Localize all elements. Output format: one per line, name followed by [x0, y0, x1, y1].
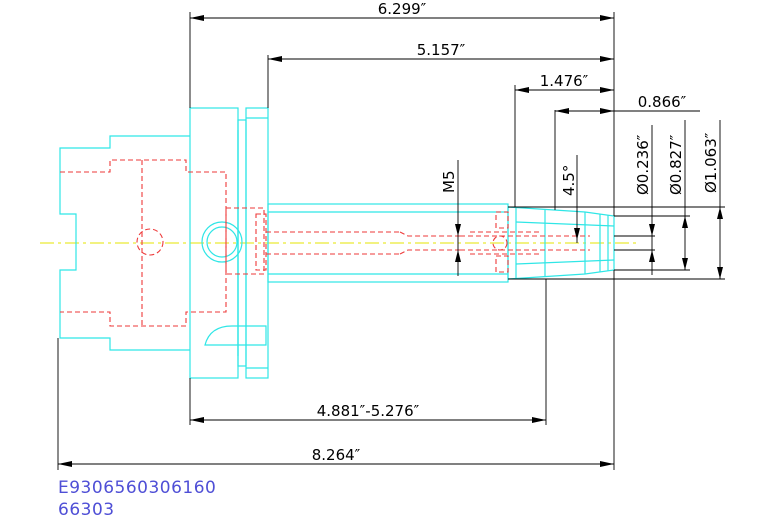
dim-angle: 4.5°	[560, 165, 578, 196]
dim-adjust-range: 4.881″-5.276″	[317, 402, 420, 420]
order-code: E9306560306160	[58, 478, 217, 498]
item-number: 66303	[58, 500, 115, 520]
dim-flange-to-end: 5.157″	[417, 41, 466, 59]
hidden-lines	[60, 159, 590, 327]
holder-outline	[59, 107, 615, 379]
dim-nose-length: 1.476″	[540, 72, 589, 90]
dim-thread: M5	[440, 171, 458, 194]
dimension-lines	[57, 12, 725, 470]
dim-overall-length: 8.264″	[312, 446, 361, 464]
dim-nose-dia: Ø1.063″	[702, 132, 720, 193]
dim-overall-top: 6.299″	[378, 0, 427, 18]
dim-tip-length: 0.866″	[638, 93, 687, 111]
dim-tip-dia: Ø0.827″	[667, 134, 685, 195]
dim-bore-dia: Ø0.236″	[634, 134, 652, 195]
